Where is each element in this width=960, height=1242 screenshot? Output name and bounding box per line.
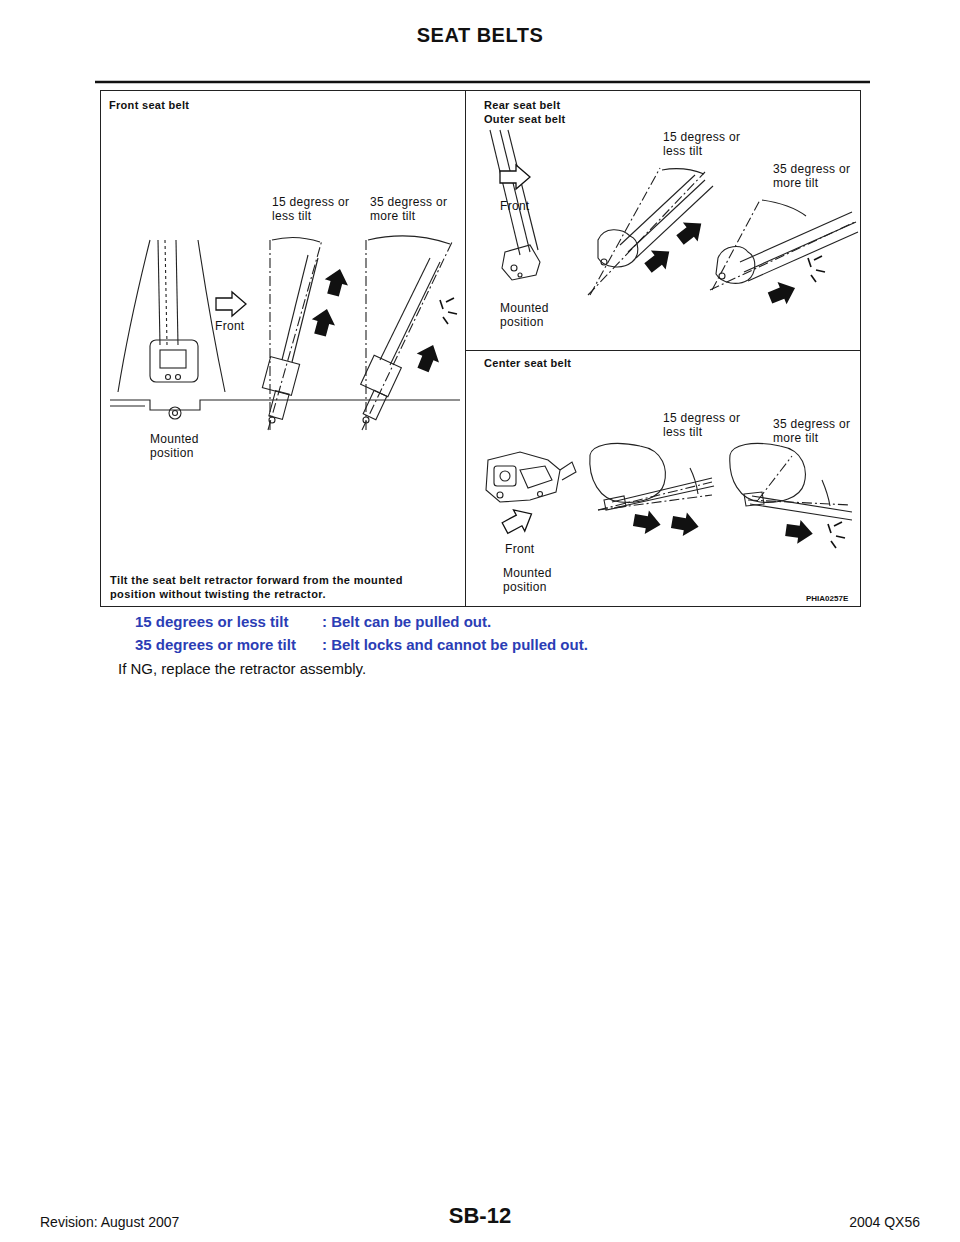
model-note: 2004 QX56 xyxy=(780,1214,920,1230)
figure-panel: Front seat belt xyxy=(100,90,466,607)
instruction-text: If NG, replace the retractor assembly. xyxy=(118,660,518,677)
panel-heading: Front seat belt xyxy=(109,99,457,113)
lock-arrow xyxy=(784,518,814,546)
angle-label: 15 degress or less tilt xyxy=(663,412,745,440)
front-retractor-15 xyxy=(262,237,322,430)
pull-arrow xyxy=(632,508,663,536)
panel-heading: Outer seat belt xyxy=(484,113,842,127)
pull-arrow xyxy=(673,214,709,250)
center-direction-arrow xyxy=(499,503,537,538)
rear-retractor-15 xyxy=(588,168,713,295)
angle-label: 15 degress or less tilt xyxy=(272,196,352,224)
front-retractor-35 xyxy=(361,236,452,430)
revision-note: Revision: August 2007 xyxy=(40,1214,260,1230)
angle-label: 35 degress or more tilt xyxy=(370,196,458,224)
front-pillar xyxy=(110,240,460,419)
rear-retractor-35 xyxy=(710,200,858,290)
position-label: Mounted position xyxy=(503,567,573,595)
direction-label: Front xyxy=(505,543,555,557)
spec-result: : Belt locks and cannot be pulled out. xyxy=(322,636,682,653)
spec-condition: 15 degrees or less tilt xyxy=(135,613,320,630)
lock-arrow xyxy=(412,340,444,374)
instruction-note: Tilt the seat belt retractor forward fro… xyxy=(110,573,410,602)
page-number: SB-12 xyxy=(380,1203,580,1228)
rear-direction-arrow xyxy=(500,165,530,189)
lock-arrow xyxy=(766,277,800,309)
angle-label: 35 degress or more tilt xyxy=(773,418,857,446)
center-retractor-mounted xyxy=(486,452,576,502)
front-direction-arrow xyxy=(216,292,246,316)
spec-condition: 35 degrees or more tilt xyxy=(135,636,320,653)
angle-label: 35 degress or more tilt xyxy=(773,163,857,191)
position-label: Mounted position xyxy=(150,433,220,461)
center-retractor-15 xyxy=(590,443,714,510)
panel-heading: Rear seat belt xyxy=(484,99,842,113)
direction-label: Front xyxy=(500,200,550,214)
pull-arrow xyxy=(308,306,338,338)
page-title: SEAT BELTS xyxy=(0,24,960,47)
lock-mark xyxy=(440,298,457,324)
lock-mark xyxy=(808,256,825,282)
center-retractor-35 xyxy=(730,443,852,520)
figure-code: PHIA0257E xyxy=(806,594,858,603)
spec-result: : Belt can be pulled out. xyxy=(322,613,622,630)
angle-label: 15 degress or less tilt xyxy=(663,131,745,159)
direction-label: Front xyxy=(215,320,265,334)
panel-heading: Center seat belt xyxy=(484,357,842,371)
header-rule xyxy=(95,81,870,84)
pull-arrow xyxy=(641,242,677,278)
pull-arrow xyxy=(670,510,701,538)
lock-mark xyxy=(828,522,845,548)
pull-arrow xyxy=(321,266,351,298)
position-label: Mounted position xyxy=(500,302,570,330)
